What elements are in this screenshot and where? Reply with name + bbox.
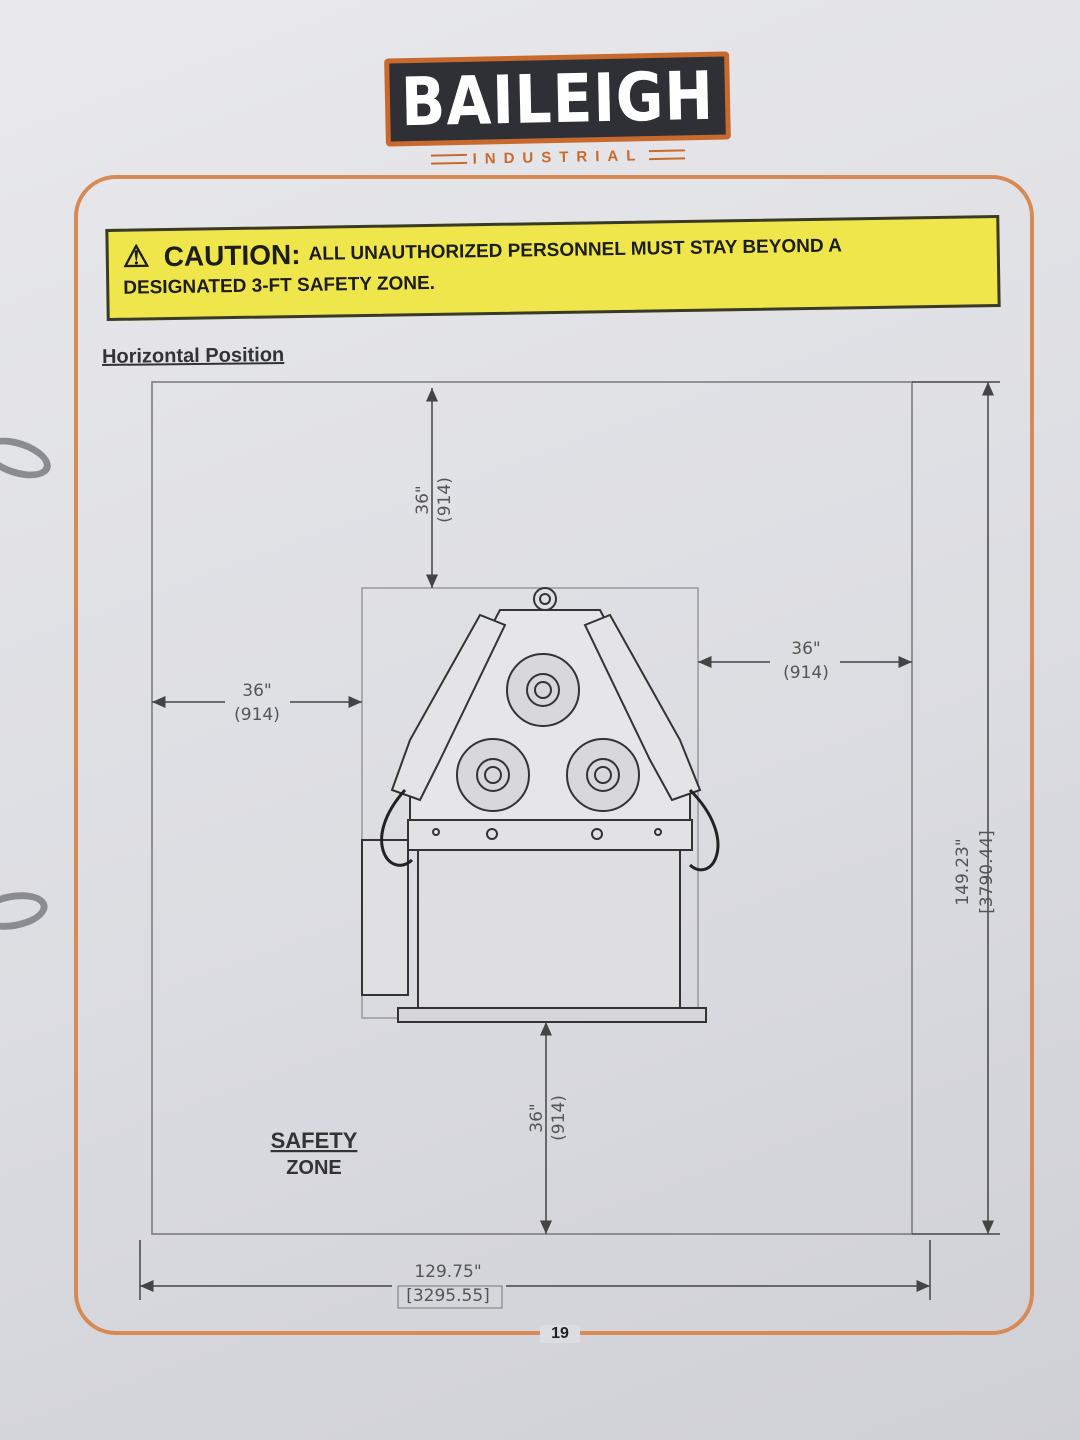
- safety-zone-boundary: [151, 381, 913, 1235]
- safety-zone-label-line1: SAFETY: [271, 1128, 358, 1153]
- dim-bottom-inch: 36": [527, 1103, 547, 1132]
- dim-bottom-mm: (914): [549, 1095, 569, 1141]
- dim-width-mm: [3295.55]: [406, 1286, 490, 1306]
- dim-left-mm: (914): [234, 705, 280, 725]
- dim-right-inch: 36": [791, 639, 820, 659]
- dim-width-mm-box: [397, 1285, 503, 1309]
- dim-left-inch: 36": [242, 681, 271, 701]
- machine-outline: [361, 587, 720, 1023]
- dim-width-inch: 129.75": [414, 1262, 481, 1282]
- safety-zone-label-line2: ZONE: [286, 1157, 342, 1179]
- dim-top-inch: 36": [413, 485, 433, 514]
- dim-height-inch: 149.23": [953, 838, 973, 905]
- dim-top-mm: (914): [435, 477, 455, 523]
- dim-right-mm: (914): [783, 663, 829, 683]
- dim-height-mm: [3790.44]: [977, 830, 997, 914]
- page-number: 19: [540, 1325, 580, 1343]
